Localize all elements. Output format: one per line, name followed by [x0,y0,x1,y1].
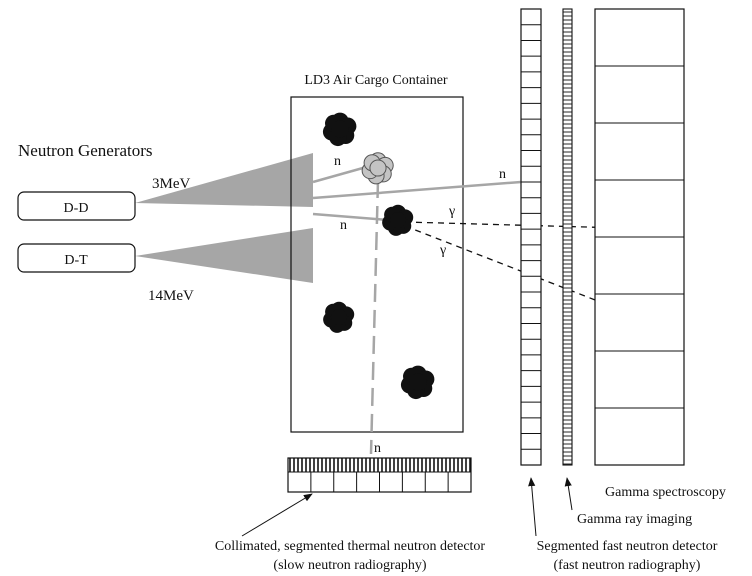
gamma-spectroscopy-detector [594,8,685,466]
dt-energy-label: 14MeV [148,288,194,304]
dd-generator [17,191,136,221]
thermal-detector-label: Collimated, segmented thermal neutron de… [215,539,486,554]
fast-detector-pointer [528,477,537,537]
neutron-symbol-4: n [374,441,381,456]
fast-neutron-detector [520,8,542,466]
dd-generator-label: D-D [64,201,89,216]
neutron-symbol-2: n [340,218,347,233]
gamma-spectroscopy-label: Gamma spectroscopy [605,485,726,500]
gamma-symbol-2: γ [439,243,446,258]
gamma-imaging-detector [562,8,573,466]
dd-beam [135,153,313,207]
thermal-detector-sublabel: (slow neutron radiography) [273,558,427,573]
gamma-imaging-pointer [564,477,573,511]
neutron-path-to-suspect [312,164,371,184]
gamma-path-2 [404,225,628,313]
dd-energy-label: 3MeV [152,176,190,192]
thermal-neutron-detector [287,457,472,493]
neutron-symbol-3: n [499,167,506,182]
neutron-symbol-1: n [334,154,341,169]
fast-detector-label: Segmented fast neutron detector [537,539,718,554]
cargo-container [290,96,464,433]
dt-generator-label: D-T [64,253,88,268]
neutron-path-to-object [312,212,389,222]
fast-detector-sublabel: (fast neutron radiography) [554,558,701,573]
contraband-object [322,112,357,147]
slow-neutron-path [369,179,380,455]
suspect-object [361,152,394,185]
neutron-path-transmitted [312,180,522,200]
neutron-generators-title: Neutron Generators [18,141,153,160]
dt-generator [17,243,136,273]
container-title: LD3 Air Cargo Container [304,73,448,88]
detected-object [382,204,414,236]
thermal-detector-pointer [241,493,313,537]
gamma-symbol-1: γ [448,204,455,219]
contraband-object [323,301,355,333]
gamma-imaging-label: Gamma ray imaging [577,512,692,527]
dt-beam [135,228,313,283]
contraband-object [400,365,435,400]
gamma-path-1 [404,221,624,233]
